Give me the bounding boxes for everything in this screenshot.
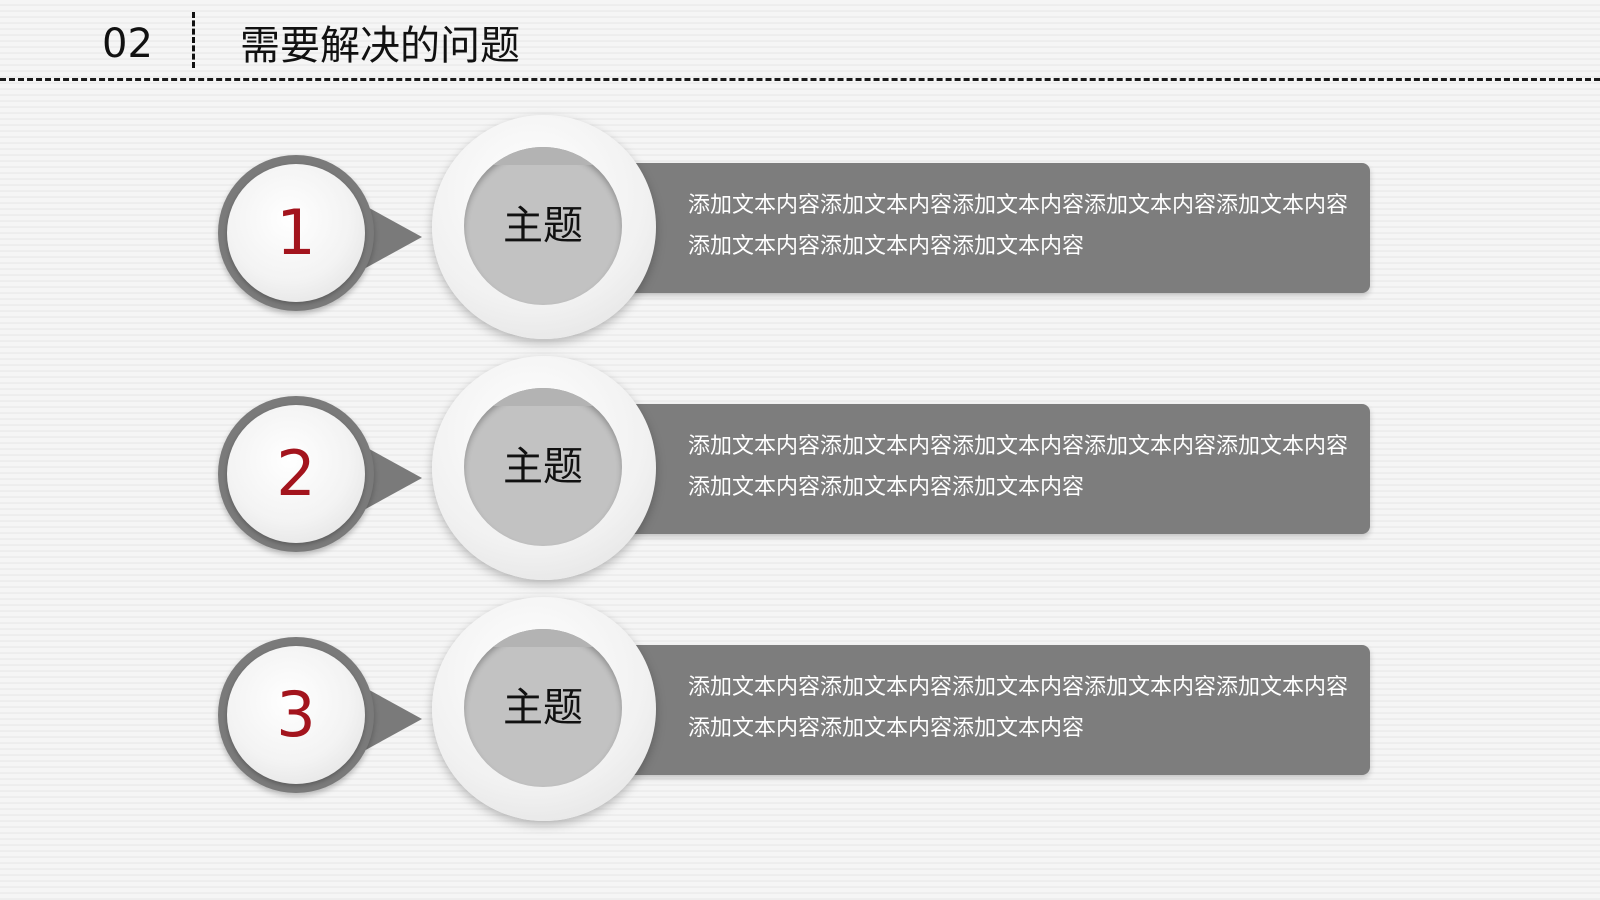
topic-disc: 主题 [464, 388, 622, 546]
number-badge-2: 2 [218, 396, 374, 552]
text-bar-1: 添加文本内容添加文本内容添加文本内容添加文本内容添加文本内容添加文本内容添加文本… [590, 163, 1370, 293]
header-dashed-rule [0, 78, 1600, 81]
section-number: 02 [102, 21, 153, 67]
topic-circle-1: 主题 [432, 115, 656, 339]
item-text: 添加文本内容添加文本内容添加文本内容添加文本内容添加文本内容添加文本内容添加文本… [688, 434, 1349, 500]
topic-disc: 主题 [464, 629, 622, 787]
item-text: 添加文本内容添加文本内容添加文本内容添加文本内容添加文本内容添加文本内容添加文本… [688, 675, 1349, 741]
page-title: 需要解决的问题 [240, 23, 520, 69]
list-item-2: 2 添加文本内容添加文本内容添加文本内容添加文本内容添加文本内容添加文本内容添加… [0, 356, 1600, 596]
item-number: 3 [276, 678, 316, 751]
number-badge-1: 1 [218, 155, 374, 311]
number-disc: 3 [227, 646, 365, 784]
list-item-3: 3 添加文本内容添加文本内容添加文本内容添加文本内容添加文本内容添加文本内容添加… [0, 597, 1600, 837]
item-text: 添加文本内容添加文本内容添加文本内容添加文本内容添加文本内容添加文本内容添加文本… [688, 193, 1349, 259]
item-number: 2 [276, 437, 316, 510]
item-topic: 主题 [503, 685, 583, 731]
number-disc: 1 [227, 164, 365, 302]
topic-circle-3: 主题 [432, 597, 656, 821]
number-badge-3: 3 [218, 637, 374, 793]
topic-circle-2: 主题 [432, 356, 656, 580]
text-bar-2: 添加文本内容添加文本内容添加文本内容添加文本内容添加文本内容添加文本内容添加文本… [590, 404, 1370, 534]
topic-disc: 主题 [464, 147, 622, 305]
number-disc: 2 [227, 405, 365, 543]
item-number: 1 [276, 196, 316, 269]
text-bar-3: 添加文本内容添加文本内容添加文本内容添加文本内容添加文本内容添加文本内容添加文本… [590, 645, 1370, 775]
item-topic: 主题 [503, 444, 583, 490]
list-item-1: 1 添加文本内容添加文本内容添加文本内容添加文本内容添加文本内容添加文本内容添加… [0, 115, 1600, 355]
item-topic: 主题 [503, 203, 583, 249]
header-divider [192, 12, 195, 68]
